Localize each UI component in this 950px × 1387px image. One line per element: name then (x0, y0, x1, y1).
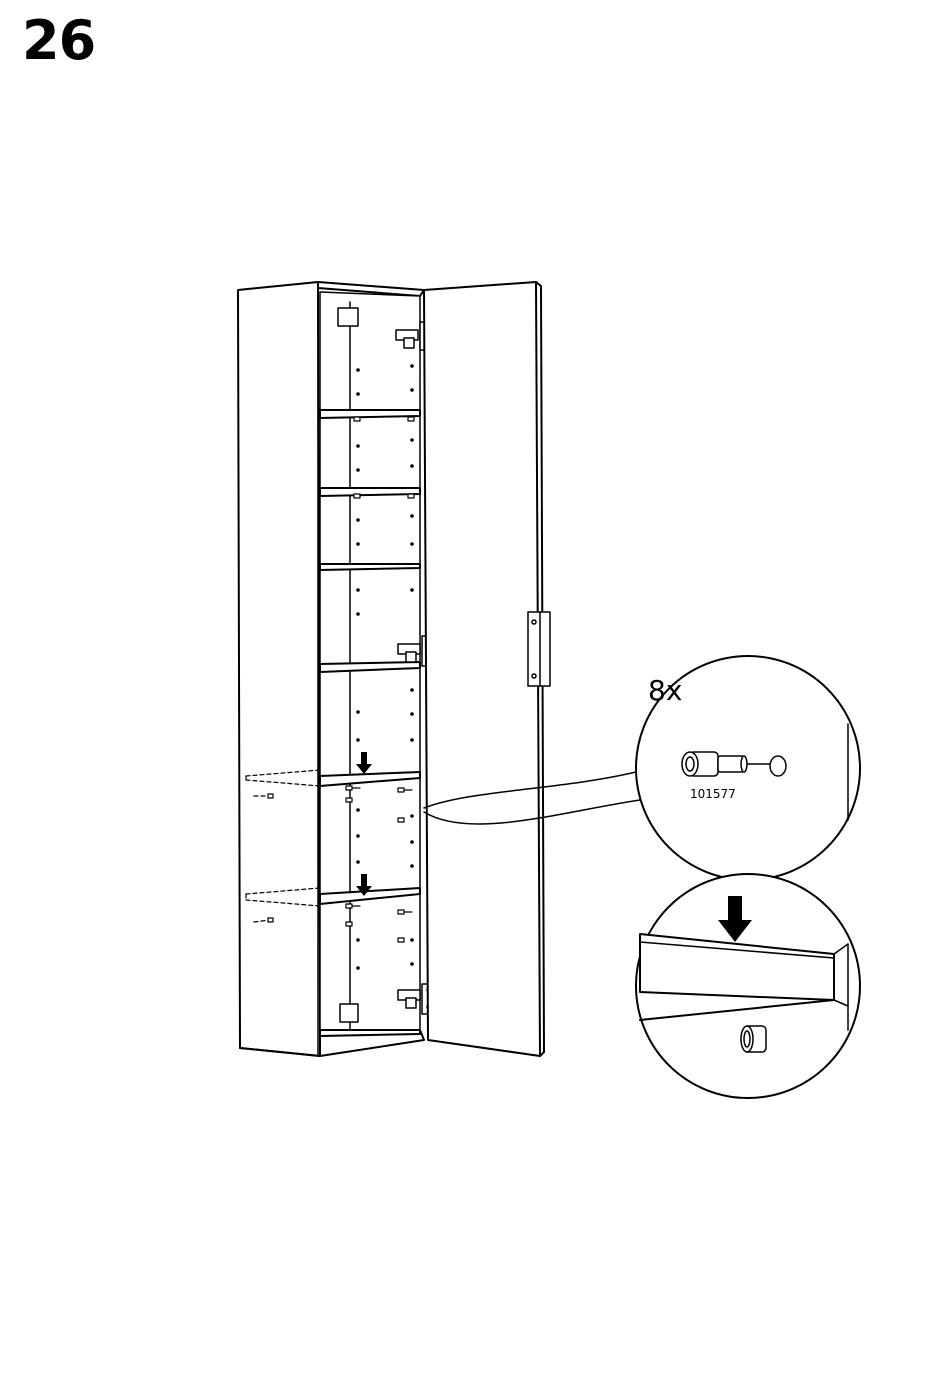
door (424, 282, 550, 1056)
shelf-pin-icon (741, 1026, 766, 1052)
quantity-label: 8x (648, 674, 682, 707)
detail-circle-parts: 8x 101577 (636, 656, 860, 880)
detail-circle-installation (636, 874, 860, 1098)
cabinet (238, 282, 550, 1056)
part-number-label: 101577 (690, 787, 736, 801)
door-handle-icon (528, 612, 550, 686)
